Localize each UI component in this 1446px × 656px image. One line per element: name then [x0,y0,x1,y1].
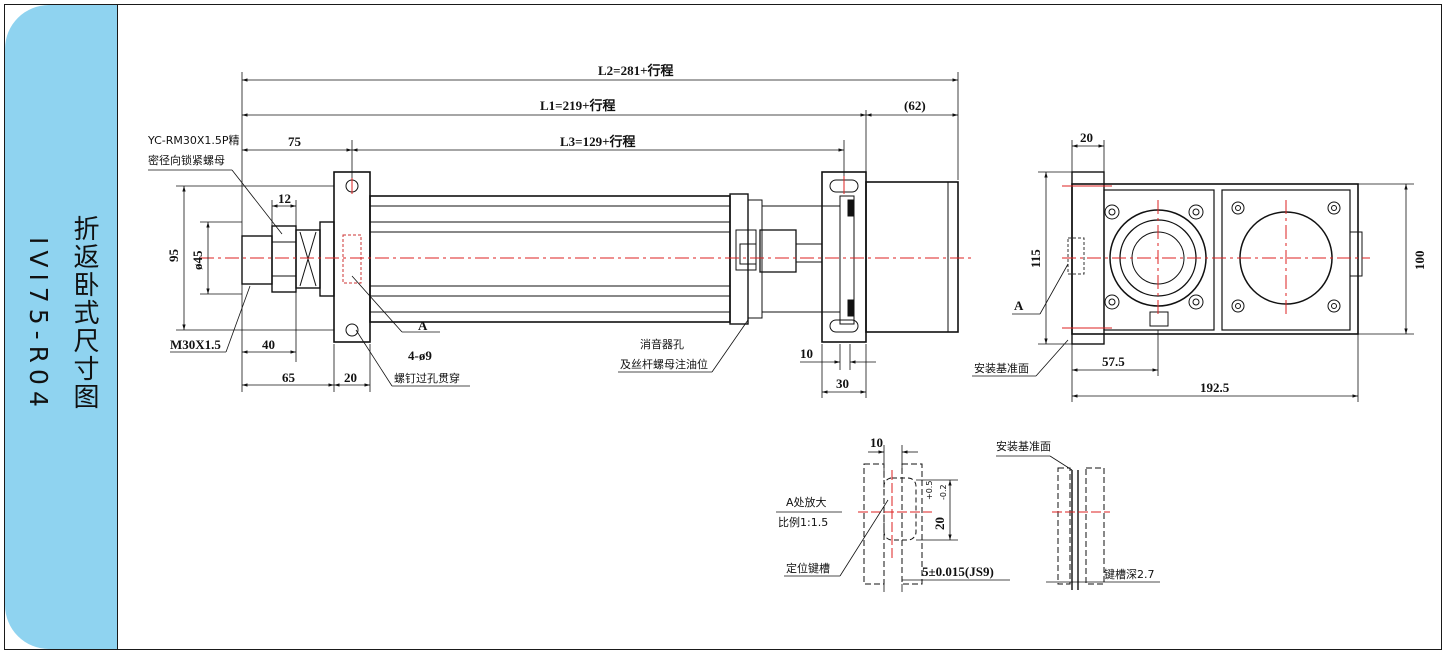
detail-tol-plus: +0.5 [925,481,934,500]
dim-100: 100 [1412,251,1427,271]
lock-nut [271,225,297,293]
muffler-note-line2: 及丝杆螺母注油位 [620,357,708,371]
dim-motor-length: (62) [904,98,926,113]
dim-l1: L1=219+行程 [540,98,616,113]
section-a-end-label: A [1014,298,1024,313]
detail-dim-10: 10 [870,435,883,450]
dim-65: 65 [282,370,296,385]
dim-45: ø45 [190,250,205,270]
rod-end [241,235,273,285]
detail-title: A处放大 [786,495,827,509]
dim-20-top: 20 [1080,130,1093,145]
thread-label: M30X1.5 [170,337,221,352]
motor-body [865,181,959,333]
model-number: IVI75-R04 [24,237,53,413]
dim-40: 40 [262,337,275,352]
detail-dim-20: 20 [932,517,947,530]
muffler-note-line1: 消音器孔 [640,337,684,351]
dim-95: 95 [166,249,181,263]
dim-115: 115 [1028,249,1043,268]
sidebar: 折返卧式尺寸图 IVI75-R04 [5,5,118,649]
dim-30: 30 [836,376,849,391]
front-flange [333,171,371,343]
end-view-body [1071,183,1359,335]
detail-tol-minus: -0.2 [939,484,948,500]
detail-scale: 比例1:1.5 [778,515,828,529]
dim-57-5: 57.5 [1102,354,1125,369]
section-a-label: A [418,318,428,333]
dim-20-left: 20 [344,370,357,385]
dim-75: 75 [288,134,302,149]
dim-192-5: 192.5 [1200,380,1230,395]
drawing-title: 折返卧式尺寸图 [69,215,99,411]
dim-l2: L2=281+行程 [598,63,674,78]
dim-10: 10 [800,346,813,361]
key-width-dim: 5±0.015(JS9) [922,564,994,579]
key-slot-label: 定位键槽 [786,561,830,575]
dim-l3: L3=129+行程 [560,134,636,149]
drawing-frame [4,4,1442,650]
mount-reference-detail-label: 安装基准面 [996,439,1051,453]
thread-note-line2: 密径向锁紧螺母 [148,153,225,167]
dim-12: 12 [278,191,291,206]
holes-label: 4-ø9 [408,348,432,363]
key-depth-dim: 键槽深2.7 [1104,567,1155,581]
mount-reference-label: 安装基准面 [974,361,1029,375]
detail-left-rect [863,463,885,585]
thread-note-line1: YC-RM30X1.5P精 [147,134,240,147]
holes-note: 螺钉过孔贯穿 [394,371,460,385]
rear-flange [821,171,867,343]
main-tube [369,195,731,323]
